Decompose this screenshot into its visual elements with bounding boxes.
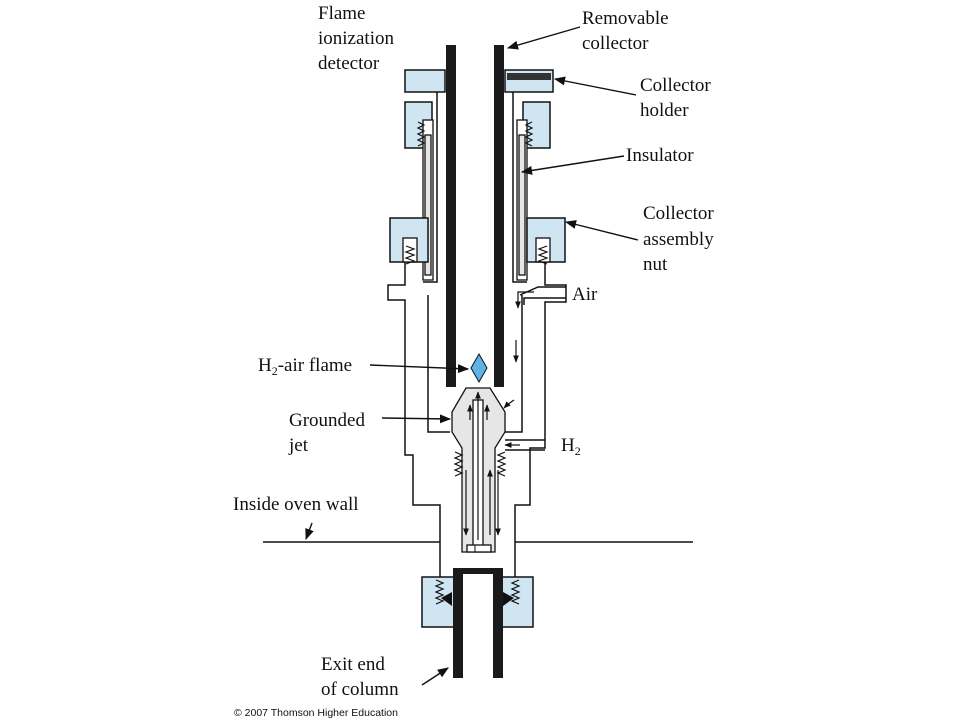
- h2-air-flame-shape: [470, 352, 488, 384]
- outer-body-right: [514, 260, 567, 580]
- label-h2-h: H: [561, 435, 575, 456]
- h2-inlet: [504, 439, 545, 451]
- label-jet-line1: Grounded: [289, 410, 365, 431]
- air-flow-arrow: [515, 291, 534, 309]
- insulator-core-right: [518, 134, 526, 276]
- insulator-core-left: [424, 134, 432, 276]
- label-flame-ionization-detector: Flame ionization detector: [318, 3, 394, 74]
- column-top: [453, 568, 503, 574]
- arrow-grounded-jet: [381, 414, 452, 424]
- leader-arrows: [305, 26, 639, 686]
- ferrule-right: [503, 592, 514, 606]
- label-h2-air-flame-h: H: [258, 355, 272, 376]
- label-inside-oven-wall: Inside oven wall: [233, 494, 359, 515]
- column-wall-right: [493, 568, 503, 678]
- label-removable-collector: Removable collector: [582, 8, 669, 54]
- label-nut-line3: nut: [643, 254, 668, 275]
- jet-swirl: [503, 399, 515, 409]
- air-inlet-lower: [523, 297, 566, 305]
- air-inlet-upper: [519, 286, 566, 296]
- label-holder-line1: Collector: [640, 75, 711, 96]
- label-grounded-jet: Grounded jet: [288, 410, 365, 456]
- upper-spring-left: [416, 121, 426, 147]
- holder-stem-right: [512, 92, 527, 283]
- ferrule-left: [441, 592, 452, 606]
- label-insulator: Insulator: [626, 145, 694, 166]
- label-h2-air-flame-rest: -air flame: [278, 355, 352, 376]
- inner-cavity-left: [427, 295, 450, 433]
- label-h2: H2: [561, 435, 581, 458]
- label-fid-line2: ionization: [318, 28, 394, 49]
- mid-spring-left: [404, 245, 416, 265]
- jet-spring-right: [496, 451, 507, 477]
- column-fitting: [421, 576, 534, 628]
- jet-spring-left: [453, 451, 464, 477]
- label-exit-line1: Exit end: [321, 654, 385, 675]
- arrow-removable-collector: [506, 26, 581, 50]
- label-nut-line2: assembly: [643, 229, 714, 250]
- label-exit-end-of-column: Exit end of column: [321, 654, 399, 700]
- upper-spring-right: [524, 121, 534, 147]
- column-wall-left: [453, 568, 463, 678]
- holder-thread: [507, 73, 551, 80]
- label-air: Air: [572, 284, 598, 305]
- label-collector-holder: Collector holder: [640, 75, 711, 121]
- label-holder-line2: holder: [640, 100, 689, 121]
- column-spring-left: [434, 579, 445, 605]
- jet-base: [466, 544, 492, 553]
- arrow-insulator: [520, 155, 625, 175]
- label-h2-air-flame-sub: 2: [272, 364, 278, 378]
- column-tube: [453, 568, 503, 678]
- arrow-exit-end: [421, 667, 449, 686]
- collector-wall-left: [446, 45, 456, 387]
- removable-collector-tube: [446, 45, 504, 387]
- label-h2-air-flame: H2-air flame: [258, 355, 352, 378]
- arrow-h2-air-flame: [369, 364, 470, 374]
- arrow-collector-assembly-nut: [564, 220, 639, 241]
- detector-body: [387, 260, 567, 580]
- insulator-parts: [422, 119, 528, 281]
- label-collector-assembly-nut: Collector assembly nut: [643, 203, 714, 275]
- holder-block-left: [404, 69, 446, 93]
- label-removable-line1: Removable: [582, 8, 669, 29]
- arrow-collector-holder: [553, 76, 637, 96]
- outer-body-left: [387, 260, 441, 580]
- inner-cavity-right: [498, 295, 523, 433]
- label-jet-line2: jet: [288, 435, 309, 456]
- label-exit-line2: of column: [321, 679, 399, 700]
- label-h2-sub: 2: [575, 444, 581, 458]
- arrow-inside-oven-wall: [305, 522, 314, 541]
- air-inlet: [513, 286, 566, 363]
- label-fid-line3: detector: [318, 53, 380, 74]
- column-spring-right: [510, 579, 521, 605]
- label-fid-line1: Flame: [318, 3, 366, 24]
- mid-spring-right: [537, 245, 549, 265]
- holder-stem-left: [423, 92, 438, 283]
- label-nut-line1: Collector: [643, 203, 714, 224]
- collector-assembly-nut-parts: [389, 217, 566, 265]
- collector-wall-right: [494, 45, 504, 387]
- copyright-notice: © 2007 Thomson Higher Education: [234, 707, 398, 719]
- label-removable-line2: collector: [582, 33, 649, 54]
